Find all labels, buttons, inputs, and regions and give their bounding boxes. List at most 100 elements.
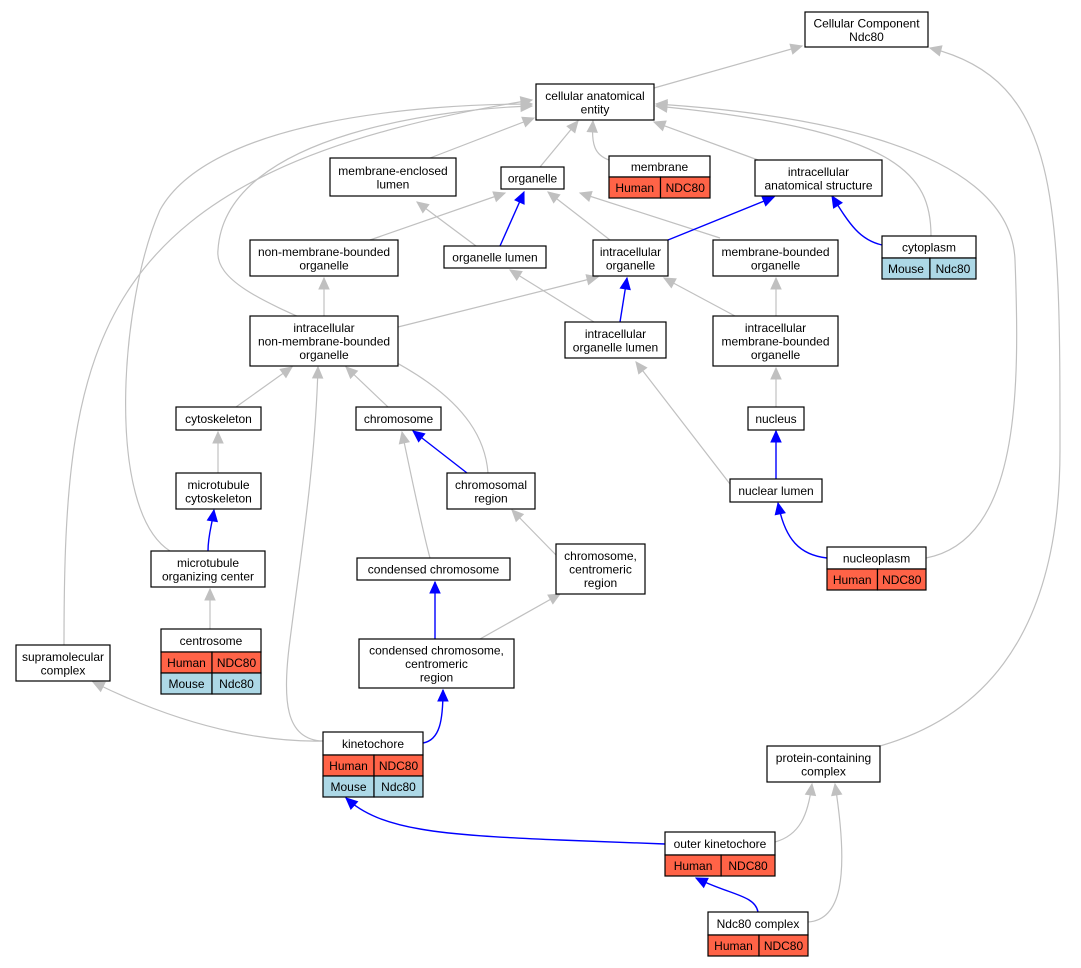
- node-label: organelle: [299, 258, 349, 272]
- node-label: region: [474, 491, 507, 505]
- edge-olumen-to-mel: [416, 201, 477, 247]
- node-nuclumen[interactable]: nuclear lumen: [729, 478, 823, 503]
- edge-inmbo-to-nmbo: [318, 276, 330, 316]
- node-box: [355, 406, 442, 431]
- node-nucleus[interactable]: nucleus: [747, 406, 805, 431]
- arrowhead-icon: [437, 688, 449, 702]
- arrowhead-icon: [492, 191, 507, 203]
- edge-nucleoplasm-to-nuclumen: [774, 501, 828, 559]
- arrowhead-icon: [398, 430, 411, 445]
- edge-kinetochore-to-supra: [91, 681, 324, 742]
- arrowhead-icon: [345, 797, 359, 810]
- edge-mtoc-to-mtcyto: [206, 508, 219, 552]
- arrowhead-icon: [91, 681, 106, 693]
- edge-line: [655, 105, 932, 237]
- node-box: [175, 406, 262, 431]
- node-condchrom[interactable]: condensed chromosome: [356, 557, 511, 581]
- node-label: intracellular: [745, 321, 806, 335]
- node-label: nucleus: [755, 412, 796, 426]
- node-label: region: [584, 576, 617, 590]
- edge-line: [401, 431, 431, 559]
- edges-layer: [63, 43, 1061, 923]
- gene-cell: [876, 568, 927, 591]
- arrowhead-icon: [652, 120, 667, 132]
- edge-line: [777, 502, 828, 559]
- edge-membrane-to-cae: [586, 119, 610, 161]
- arrowhead-icon: [770, 366, 782, 380]
- edge-line: [807, 783, 843, 923]
- edge-line: [345, 797, 666, 845]
- node-label: supramolecular: [22, 650, 104, 664]
- gene-label: NDC80: [666, 181, 706, 195]
- node-organelle[interactable]: organelle: [500, 166, 565, 190]
- gene-cell: [758, 934, 809, 957]
- node-label: cytoskeleton: [185, 491, 252, 505]
- edge-cytoplasm-to-ias: [831, 194, 883, 246]
- edge-line: [479, 593, 561, 640]
- node-box: [358, 638, 515, 689]
- arrowhead-icon: [279, 366, 293, 379]
- node-label: intracellular: [600, 245, 661, 259]
- node-label: membrane-enclosed: [338, 164, 447, 178]
- edge-line: [579, 192, 721, 239]
- node-box: [329, 157, 457, 197]
- node-label: intracellular: [293, 321, 354, 335]
- node-chromosome[interactable]: chromosome: [355, 406, 442, 431]
- node-inmbo[interactable]: intracellularnon-membrane-boundedorganel…: [249, 315, 399, 367]
- node-label: entity: [581, 102, 610, 116]
- edge-nucleoplasm-to-cae: [654, 98, 1018, 559]
- edge-ndc80c-to-outerkin: [694, 877, 759, 913]
- edge-ias-to-cae: [652, 120, 759, 161]
- node-box: [446, 472, 536, 510]
- edge-chromcen-to-chromreg: [511, 509, 557, 556]
- gene-label: Ndc80: [381, 780, 416, 794]
- node-olumen[interactable]: organelle lumen: [443, 245, 547, 269]
- node-label: non-membrane-bounded: [258, 245, 390, 259]
- edge-line: [667, 196, 775, 241]
- node-label: condensed chromosome: [368, 563, 500, 577]
- node-box: [249, 239, 399, 277]
- node-box: [804, 11, 929, 48]
- node-box: [754, 159, 883, 197]
- edge-line: [663, 277, 736, 317]
- arrowhead-icon: [831, 782, 843, 797]
- node-label: Ndc80 complex: [717, 917, 800, 931]
- node-label: protein-containing: [776, 751, 871, 765]
- node-label: complex: [801, 764, 846, 778]
- arrowhead-icon: [662, 277, 677, 289]
- species-label: Human: [833, 573, 872, 587]
- node-cytoskeleton[interactable]: cytoskeleton: [175, 406, 262, 431]
- gene-cell: [659, 176, 711, 199]
- arrowhead-icon: [345, 366, 359, 380]
- arrowhead-icon: [654, 98, 668, 111]
- node-label: organelle lumen: [573, 340, 658, 354]
- gene-cell: [373, 775, 424, 798]
- edge-line: [879, 47, 1061, 747]
